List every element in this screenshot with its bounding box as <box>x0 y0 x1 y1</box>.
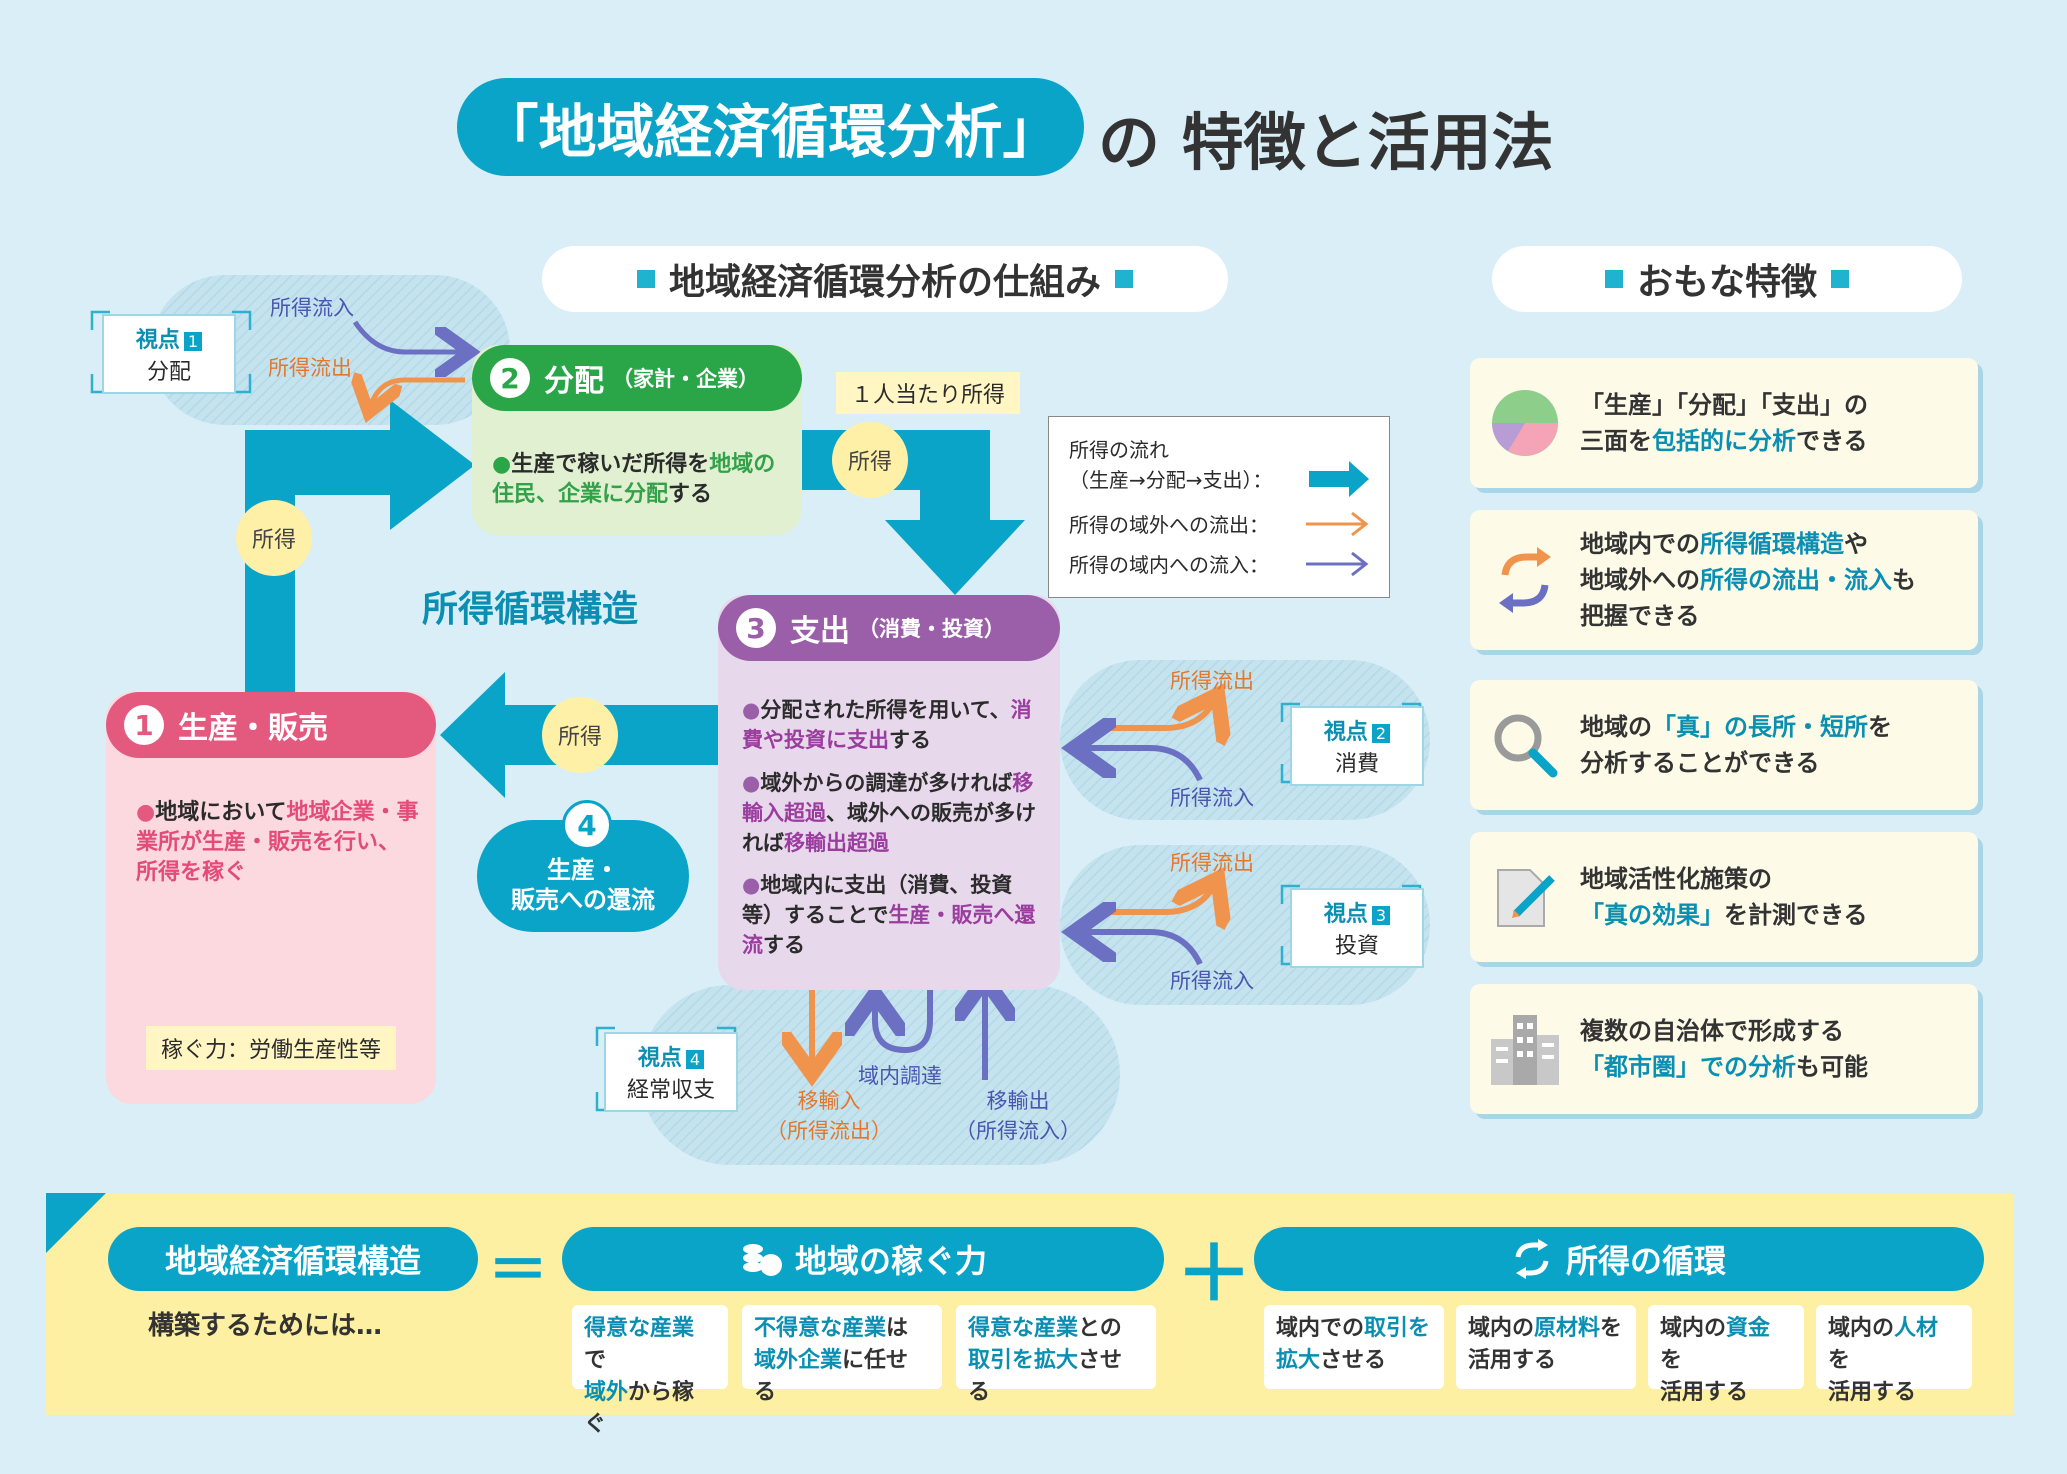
feature-5: 複数の自治体で形成する「都市圏」での分析も可能 <box>1470 984 1978 1114</box>
income-circle-bottom: 所得 <box>542 697 618 773</box>
feature-2-text: 地域内での所得循環構造や地域外への所得の流出・流入も把握できる <box>1580 530 1916 630</box>
square-icon <box>1115 270 1133 288</box>
feature-2: 地域内での所得循環構造や地域外への所得の流出・流入も把握できる <box>1470 510 1978 650</box>
legend-flow: 所得の流れ （生産→分配→支出）： <box>1069 438 1273 492</box>
inflow-label-1: 所得流入 <box>270 296 354 320</box>
node-1-number: 1 <box>124 705 164 745</box>
title-pill: 「地域経済循環分析」 <box>457 78 1084 176</box>
equals-sign: ＝ <box>488 1236 548 1306</box>
node-1-text: ●地域において地域企業・事業所が生産・販売を行い、所得を稼ぐ <box>136 800 419 885</box>
section-features: おもな特徴 <box>1492 246 1962 312</box>
inflow-arrow-3 <box>1080 932 1203 966</box>
outflow-label-1: 所得流出 <box>268 356 352 380</box>
flow-arrow-1to2 <box>245 400 475 700</box>
card-7: 域内の人材を活用する <box>1816 1305 1972 1405</box>
square-icon <box>1604 270 1623 288</box>
cycle-arrows-icon <box>1499 547 1551 613</box>
node-3-item-3: ●地域内に支出（消費、投資等）することで生産・販売へ還流する <box>742 873 1036 957</box>
legend-in: 所得の域内への流入： <box>1069 553 1269 577</box>
pie-chart-icon <box>1492 390 1558 456</box>
card-2: 不得意な産業は域外企業に任せる <box>742 1305 942 1405</box>
legend-flow-arrow <box>1309 461 1369 497</box>
inflow-arrow-2 <box>1080 748 1203 782</box>
outflow-label-3: 所得流出 <box>1170 851 1254 875</box>
per-capita-label: １人当たり所得 <box>836 372 1020 414</box>
feature-4-text: 地域活性化施策の「真の効果」を計測できる <box>1580 865 1868 929</box>
legend: 所得の流れ （生産→分配→支出）： 所得の域外への流出： 所得の域内への流入： <box>1048 416 1390 598</box>
node-4-title: 生産・ 販売への還流 <box>511 856 655 914</box>
node-2-number: 2 <box>490 358 530 398</box>
local-proc-label: 域内調達 <box>858 1064 942 1088</box>
feature-4: 地域活性化施策の「真の効果」を計測できる <box>1470 832 1978 962</box>
legend-out-arrow <box>1306 511 1369 537</box>
inflow-label-2: 所得流入 <box>1170 786 1254 810</box>
node-3-header: 3 支出（消費・投資） <box>718 595 1060 661</box>
import-label: 移輸入 （所得流出） <box>766 1089 892 1143</box>
magnifier-icon <box>1494 714 1558 778</box>
node-1-header: 1 生産・販売 <box>106 692 436 758</box>
node-1-footer: 稼ぐ力：労働生産性等 <box>146 1026 396 1070</box>
node-3-item-2: ●域外からの調達が多ければ移輸入超過、域外への販売が多ければ移輸出超過 <box>742 771 1036 855</box>
inflow-arrow-1 <box>352 320 465 352</box>
inflow-label-3: 所得流入 <box>1170 969 1254 993</box>
local-proc-arrow <box>875 968 933 1054</box>
bottom-left-sub: 構築するためには… <box>148 1311 383 1341</box>
feature-1-text: 「生産」「分配」「支出」の三面を包括的に分析できる <box>1580 391 1868 455</box>
card-3: 得意な産業との取引を拡大させる <box>956 1305 1156 1405</box>
export-label: 移輸出 （所得流入） <box>955 1089 1081 1143</box>
title-suffix: の 特徴と活用法 <box>1098 106 1554 179</box>
legend-out: 所得の域外への流出： <box>1069 513 1269 537</box>
income-circle-left: 所得 <box>236 500 312 576</box>
node-2-header: 2 分配（家計・企業） <box>472 345 802 411</box>
outflow-arrow-1 <box>370 380 465 408</box>
feature-3: 地域の「真」の長所・短所を分析することができる <box>1470 680 1978 810</box>
feature-3-text: 地域の「真」の長所・短所を分析することができる <box>1580 713 1892 777</box>
node-3-item-1: ●分配された所得を用いて、消費や投資に支出する <box>742 698 1032 752</box>
legend-in-arrow <box>1306 551 1369 577</box>
card-5: 域内の原材料を活用する <box>1456 1305 1636 1389</box>
node-2-text: ●生産で稼いだ所得を地域の住民、企業に分配する <box>492 452 776 507</box>
card-4: 域内での取引を拡大させる <box>1264 1305 1444 1389</box>
outflow-arrow-2 <box>1105 700 1215 728</box>
building-icon <box>1491 1015 1559 1085</box>
coins-icon <box>742 1244 782 1276</box>
plus-sign: ＋ <box>1176 1229 1252 1318</box>
document-pen-icon <box>1497 869 1555 927</box>
outflow-arrow-3 <box>1105 884 1215 912</box>
feature-5-text: 複数の自治体で形成する「都市圏」での分析も可能 <box>1580 1017 1868 1081</box>
square-icon <box>1831 270 1849 288</box>
corner-triangle <box>46 1193 106 1253</box>
bottom-pill-earn: 地域の稼ぐ力 <box>562 1227 1164 1291</box>
viewpoint4-bubble <box>640 985 1120 1165</box>
card-6: 域内の資金を活用する <box>1648 1305 1804 1405</box>
node-3-number: 3 <box>736 608 776 648</box>
outflow-label-2: 所得流出 <box>1170 669 1254 693</box>
income-circle-right: 所得 <box>832 422 908 498</box>
section-mechanism: 地域経済循環分析の仕組み <box>542 246 1228 312</box>
bottom-left-pill: 地域経済循環構造 <box>108 1227 478 1291</box>
feature-1: 「生産」「分配」「支出」の三面を包括的に分析できる <box>1470 358 1978 488</box>
center-label: 所得循環構造 <box>422 589 639 630</box>
node-4-number: 4 <box>562 800 612 850</box>
cycle-arrows-icon <box>1515 1239 1549 1279</box>
square-icon <box>636 270 655 288</box>
card-1: 得意な産業で域外から稼ぐ <box>572 1305 728 1437</box>
bottom-pill-circulation: 所得の循環 <box>1254 1227 1984 1291</box>
